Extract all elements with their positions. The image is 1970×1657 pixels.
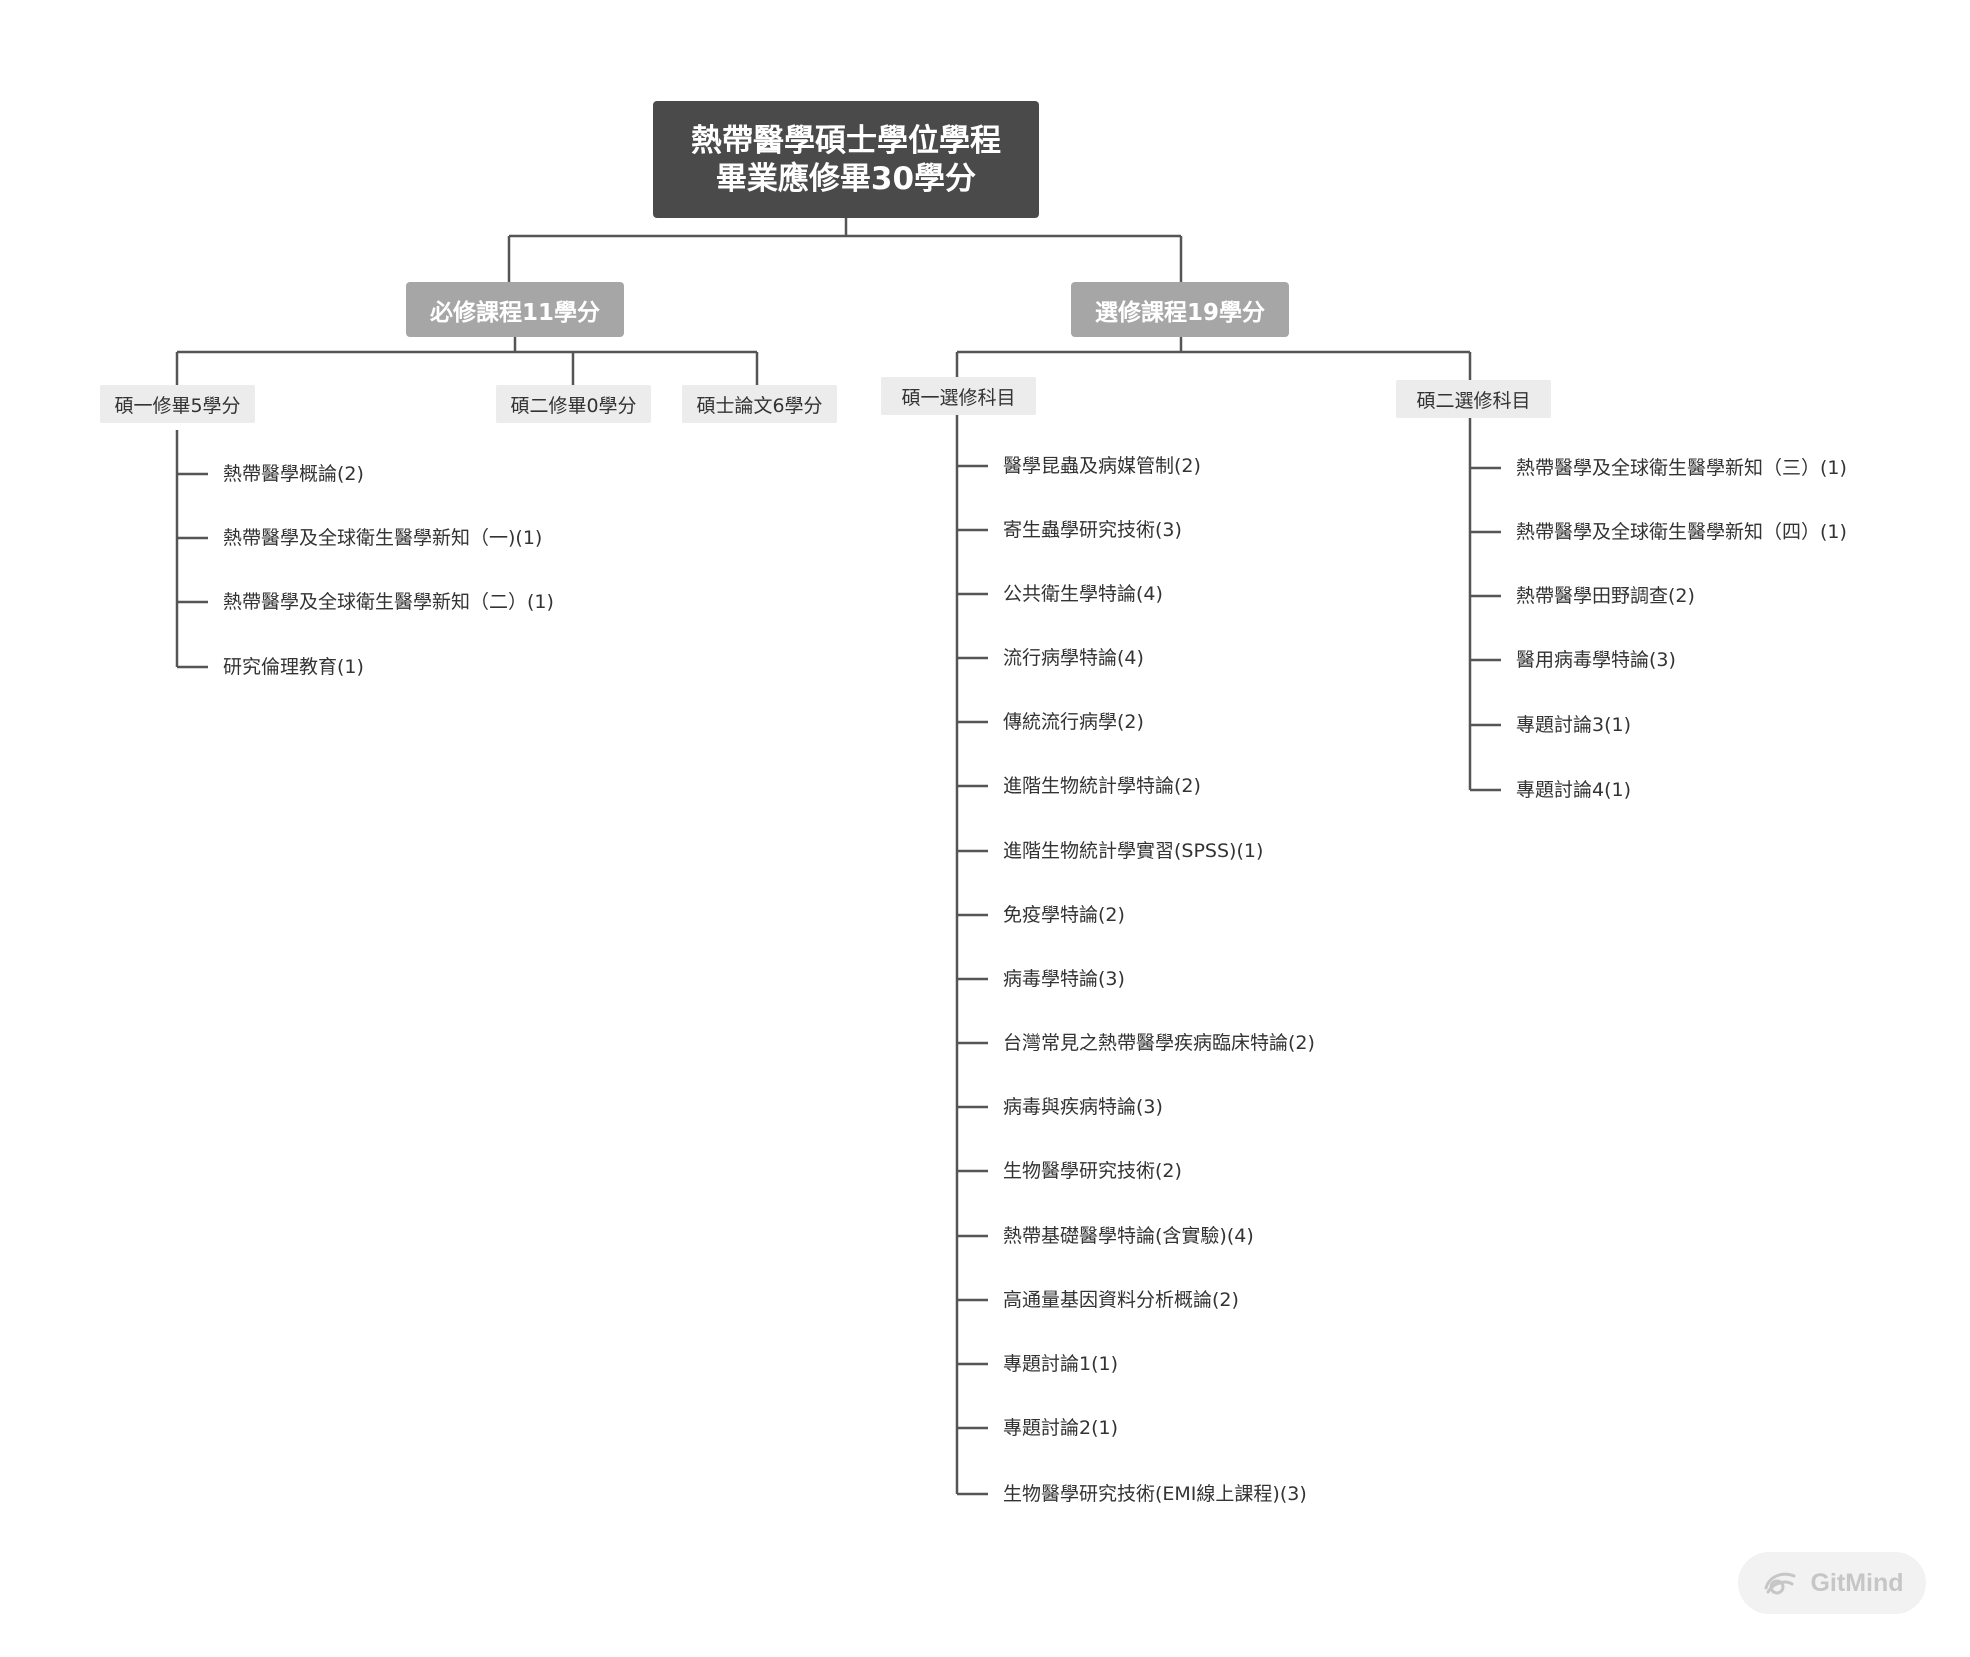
connector-root bbox=[507, 218, 1183, 282]
branch-required[interactable]: 必修課程11學分 bbox=[406, 282, 624, 337]
course-leaf[interactable]: 生物醫學研究技術(EMI線上課程)(3) bbox=[1003, 1483, 1307, 1505]
connector-elective-year2 bbox=[1468, 418, 1501, 792]
root-title-line1: 熱帶醫學碩士學位學程 bbox=[691, 122, 1001, 159]
connector-required bbox=[175, 337, 759, 392]
root-node[interactable]: 熱帶醫學碩士學位學程 畢業應修畢30學分 bbox=[653, 101, 1039, 218]
course-leaf[interactable]: 流行病學特論(4) bbox=[1003, 647, 1144, 669]
course-leaf[interactable]: 熱帶醫學及全球衛生醫學新知（二）(1) bbox=[223, 591, 554, 613]
gitmind-watermark[interactable]: GitMind bbox=[1738, 1552, 1926, 1614]
sub-required-year2[interactable]: 碩二修畢0學分 bbox=[496, 385, 651, 423]
course-leaf[interactable]: 生物醫學研究技術(2) bbox=[1003, 1160, 1182, 1182]
course-leaf[interactable]: 進階生物統計學特論(2) bbox=[1003, 775, 1201, 797]
course-leaf[interactable]: 病毒與疾病特論(3) bbox=[1003, 1096, 1163, 1118]
course-leaf[interactable]: 熱帶醫學概論(2) bbox=[223, 463, 364, 485]
connector-elective bbox=[955, 337, 1472, 380]
connector-elective-year1 bbox=[955, 415, 988, 1496]
course-leaf[interactable]: 熱帶基礎醫學特論(含實驗)(4) bbox=[1003, 1225, 1254, 1247]
branch-elective[interactable]: 選修課程19學分 bbox=[1071, 282, 1289, 337]
course-leaf[interactable]: 醫用病毒學特論(3) bbox=[1516, 649, 1676, 671]
course-leaf[interactable]: 寄生蟲學研究技術(3) bbox=[1003, 519, 1182, 541]
course-leaf[interactable]: 熱帶醫學田野調查(2) bbox=[1516, 585, 1695, 607]
course-leaf[interactable]: 專題討論4(1) bbox=[1516, 779, 1632, 801]
watermark-text: GitMind bbox=[1810, 1568, 1904, 1597]
sub-elective-year2[interactable]: 碩二選修科目 bbox=[1396, 380, 1551, 418]
course-leaf[interactable]: 專題討論1(1) bbox=[1003, 1353, 1119, 1375]
course-leaf[interactable]: 熱帶醫學及全球衛生醫學新知（一)(1) bbox=[223, 527, 543, 549]
sub-elective-year1[interactable]: 碩一選修科目 bbox=[881, 377, 1036, 415]
course-leaf[interactable]: 台灣常見之熱帶醫學疾病臨床特論(2) bbox=[1003, 1032, 1315, 1054]
sub-required-year1[interactable]: 碩一修畢5學分 bbox=[100, 385, 255, 423]
course-leaf[interactable]: 熱帶醫學及全球衛生醫學新知（三）(1) bbox=[1516, 457, 1847, 479]
course-leaf[interactable]: 公共衛生學特論(4) bbox=[1003, 583, 1163, 605]
connector-required-year1 bbox=[175, 430, 208, 669]
course-leaf[interactable]: 免疫學特論(2) bbox=[1003, 904, 1125, 926]
course-leaf[interactable]: 熱帶醫學及全球衛生醫學新知（四）(1) bbox=[1516, 521, 1847, 543]
course-leaf[interactable]: 進階生物統計學實習(SPSS)(1) bbox=[1003, 840, 1264, 862]
course-leaf[interactable]: 專題討論3(1) bbox=[1516, 714, 1632, 736]
root-title-line2: 畢業應修畢30學分 bbox=[715, 160, 977, 197]
course-leaf[interactable]: 醫學昆蟲及病媒管制(2) bbox=[1003, 455, 1201, 477]
course-leaf[interactable]: 傳統流行病學(2) bbox=[1003, 711, 1144, 733]
course-leaf[interactable]: 專題討論2(1) bbox=[1003, 1417, 1119, 1439]
course-leaf[interactable]: 研究倫理教育(1) bbox=[223, 656, 364, 678]
course-leaf[interactable]: 病毒學特論(3) bbox=[1003, 968, 1125, 990]
gitmind-logo-icon bbox=[1764, 1572, 1796, 1595]
course-leaf[interactable]: 高通量基因資料分析概論(2) bbox=[1003, 1289, 1239, 1311]
sub-required-thesis[interactable]: 碩士論文6學分 bbox=[682, 385, 837, 423]
